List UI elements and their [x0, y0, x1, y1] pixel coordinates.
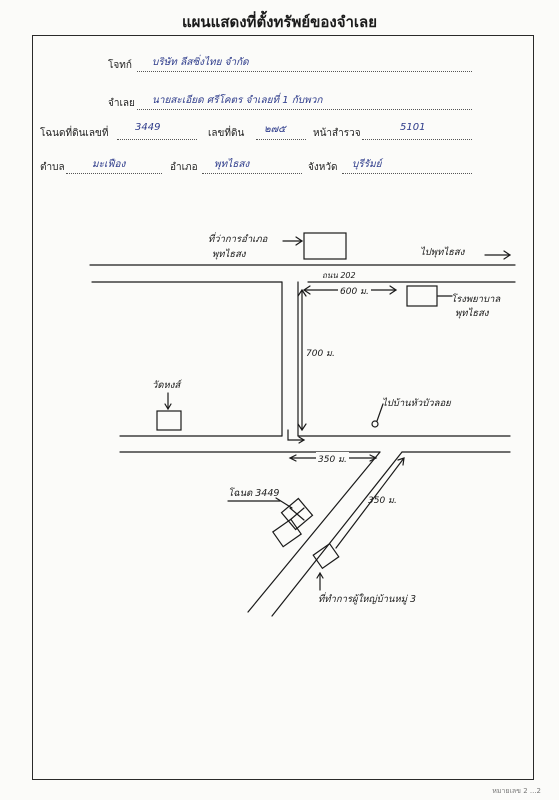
- to-town-label: ไปพุทไธสง: [420, 247, 465, 258]
- dist-600-arrowhead-right: [389, 285, 398, 295]
- deed-line: [117, 139, 197, 140]
- plaintiff-label: โจทก์: [108, 60, 132, 71]
- dist-700-arrowhead-top: [297, 288, 307, 297]
- district-office-building: [303, 232, 347, 260]
- district-label: อำเภอ: [170, 162, 198, 173]
- deed-property-house: [271, 518, 303, 548]
- subdistrict-label: ตำบล: [40, 162, 65, 173]
- deed-property-cross-2: [289, 507, 305, 521]
- document-frame: [32, 35, 534, 780]
- subdistrict-line: [66, 173, 162, 174]
- dist-600-label: 600 ม.: [338, 284, 371, 298]
- dist-600-arrowhead-left: [302, 285, 311, 295]
- district-line: [202, 173, 302, 174]
- district-office-label: ที่ว่าการอำเภอ: [208, 234, 268, 245]
- hospital-building: [406, 285, 438, 307]
- page-title: แผนแสดงที่ตั้งทรัพย์ของจำเลย: [181, 13, 378, 31]
- land-no-label: เลขที่ดิน: [208, 128, 245, 139]
- to-village-label: ไปบ้านหัวบัวลอย: [382, 398, 451, 409]
- defendant-value: นายสะเอียด ศรีโคตร จำเลยที่ 1 กับพวก: [152, 95, 323, 106]
- hospital-label-2: พุทไธสง: [455, 308, 489, 319]
- temple-building: [156, 410, 182, 431]
- village-direction-marker: [371, 420, 379, 428]
- turn-arrow: [287, 429, 305, 441]
- diagonal-road-right-edge: [271, 451, 403, 617]
- deed-label: โฉนดที่ดินเลขที่: [40, 128, 109, 139]
- hospital-label: โรงพยาบาล: [451, 294, 501, 305]
- district-value: พุทไธสง: [214, 159, 250, 170]
- survey-value: 5101: [400, 122, 426, 133]
- village-office-building: [312, 542, 340, 570]
- deed-marker-pointer: [275, 497, 293, 509]
- dist-350-diagonal-label: 350 ม.: [368, 496, 397, 506]
- dist-700-arrowhead-bottom: [297, 423, 307, 432]
- land-no-value: ๒๗๕: [264, 124, 286, 135]
- deed-marker-label: โฉนด 3449: [228, 488, 280, 499]
- deed-value: 3449: [135, 122, 161, 133]
- turn-arrowhead: [298, 436, 306, 444]
- province-value: บุรีรัมย์: [352, 159, 382, 170]
- defendant-label: จำเลย: [108, 98, 135, 109]
- dist-350-horizontal-arrowhead-right: [369, 454, 378, 462]
- diagonal-road-left-edge: [247, 451, 381, 613]
- district-office-arrowhead: [295, 236, 304, 246]
- survey-line: [362, 139, 472, 140]
- dist-350-diagonal-arrowhead: [397, 457, 405, 466]
- village-office-arrowhead: [316, 571, 324, 579]
- temple-label: วัดหงส์: [152, 380, 181, 391]
- district-office-label-2: พุทไธสง: [212, 249, 246, 260]
- defendant-line: [137, 109, 472, 110]
- dist-700-label: 700 ม.: [306, 349, 335, 359]
- survey-label: หน้าสำรวจ: [313, 128, 361, 139]
- village-office-label: ที่ทำการผู้ใหญ่บ้านหมู่ 3: [318, 594, 417, 605]
- plaintiff-value: บริษัท ลีสซิ่งไทย จำกัด: [152, 57, 249, 68]
- road-name-label: ถนน 202: [322, 271, 356, 280]
- province-label: จังหวัด: [308, 162, 338, 173]
- subdistrict-value: มะเฟือง: [92, 159, 126, 170]
- plaintiff-line: [137, 71, 472, 72]
- dist-350-diagonal-line: [335, 457, 405, 549]
- dist-350-horizontal-arrowhead-left: [288, 454, 297, 462]
- dist-350-horizontal-label: 350 ม.: [316, 452, 349, 466]
- page-footer: หมายเลข 2 ...2: [492, 787, 541, 795]
- village-direction-pointer: [376, 403, 384, 422]
- province-line: [342, 173, 472, 174]
- temple-arrowhead: [164, 403, 172, 411]
- land-no-line: [256, 139, 306, 140]
- to-town-arrowhead: [503, 250, 512, 260]
